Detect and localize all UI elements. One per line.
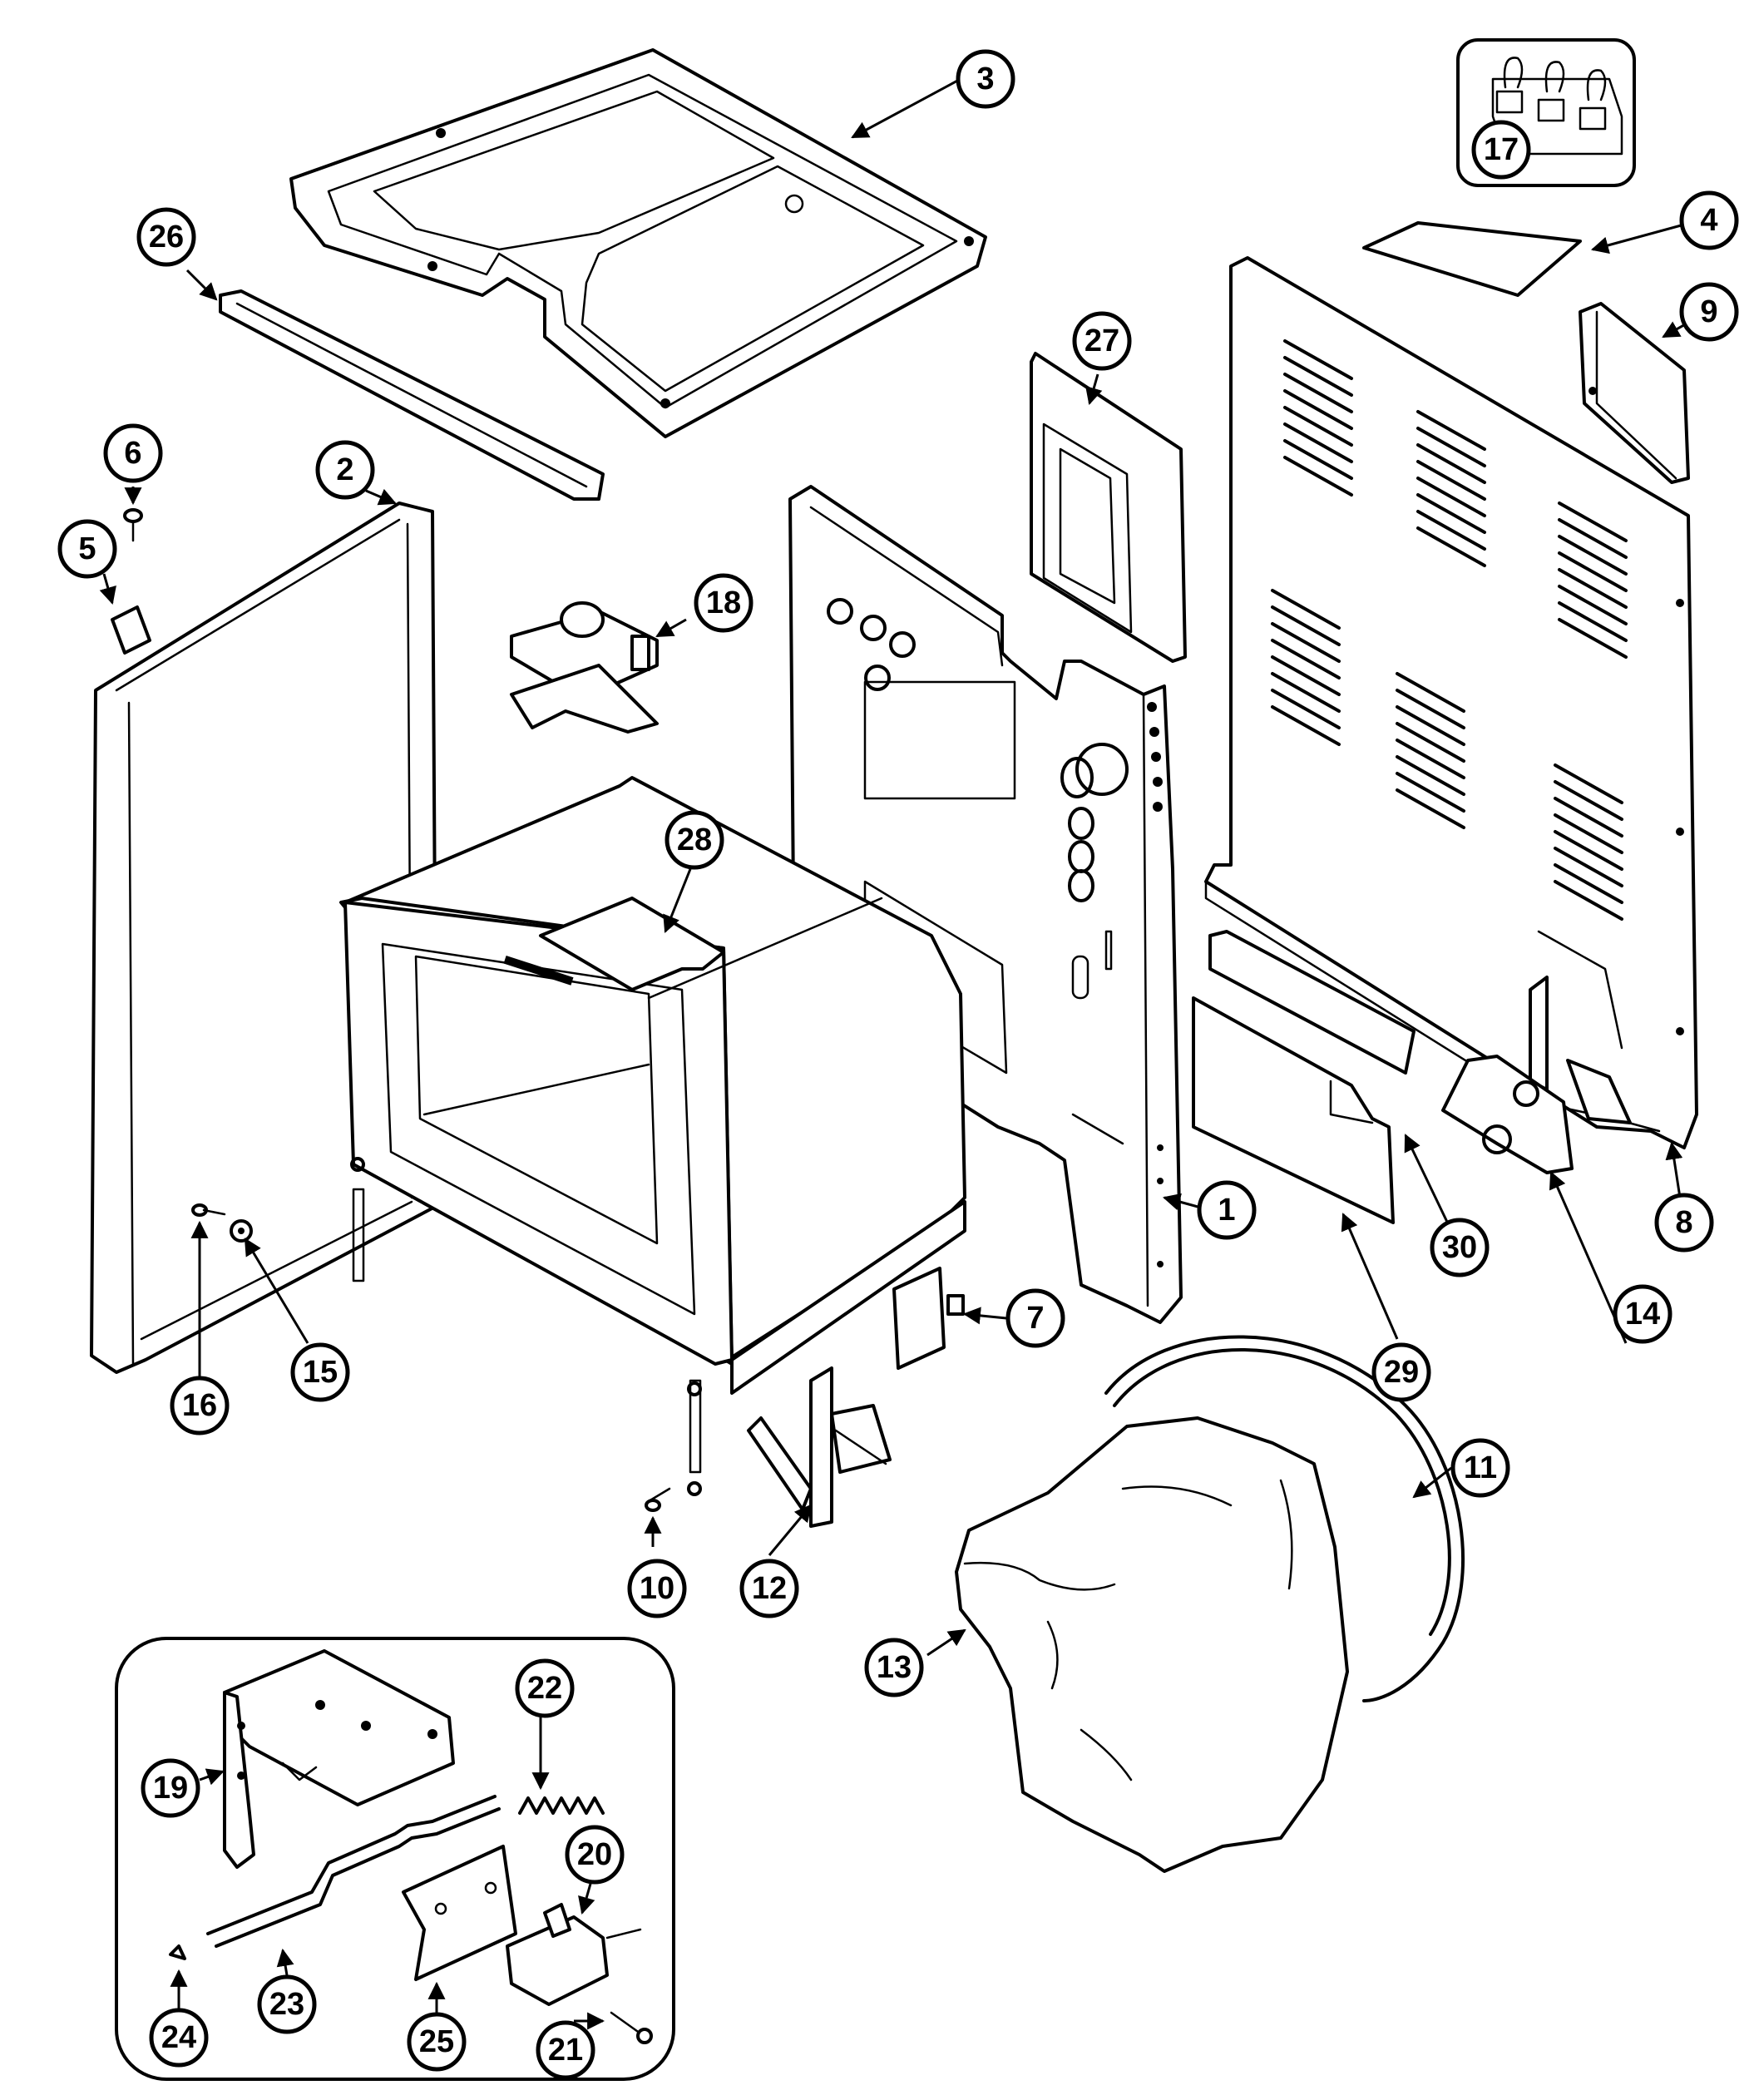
svg-text:11: 11 xyxy=(1464,1450,1497,1485)
terminal-block-inset xyxy=(1456,38,1636,187)
svg-text:20: 20 xyxy=(577,1837,612,1872)
svg-text:27: 27 xyxy=(1085,324,1119,358)
thermostat-part xyxy=(510,601,659,734)
callout-7: 7 xyxy=(1005,1288,1065,1348)
callout-9: 9 xyxy=(1679,282,1739,342)
svg-text:14: 14 xyxy=(1625,1297,1660,1332)
screw-part-16 xyxy=(191,1203,226,1217)
callout-10: 10 xyxy=(627,1559,687,1618)
back-panel-part xyxy=(1204,256,1698,1149)
callout-8: 8 xyxy=(1654,1193,1714,1253)
side-trim-part xyxy=(90,502,438,1374)
callout-14: 14 xyxy=(1613,1284,1672,1344)
callout-30: 30 xyxy=(1430,1218,1490,1277)
svg-text:18: 18 xyxy=(706,586,741,620)
svg-text:5: 5 xyxy=(78,531,96,566)
callout-25: 25 xyxy=(407,2012,467,2072)
callout-11: 11 xyxy=(1450,1438,1510,1498)
svg-text:2: 2 xyxy=(336,452,353,487)
insulation-strip-part xyxy=(1208,930,1416,1075)
callout-6: 6 xyxy=(103,423,163,483)
top-panel-part xyxy=(289,48,987,438)
svg-text:24: 24 xyxy=(161,2020,196,2055)
callout-18: 18 xyxy=(694,573,753,633)
callout-20: 20 xyxy=(565,1825,625,1885)
svg-text:1: 1 xyxy=(1218,1193,1235,1228)
callout-12: 12 xyxy=(739,1559,799,1618)
svg-text:29: 29 xyxy=(1384,1355,1419,1390)
svg-text:26: 26 xyxy=(149,220,184,254)
cover-plate-part xyxy=(1362,221,1582,297)
svg-text:30: 30 xyxy=(1442,1230,1477,1265)
hinge-receiver-part xyxy=(892,1267,965,1370)
svg-text:19: 19 xyxy=(153,1771,188,1806)
bumper-part-15 xyxy=(230,1219,253,1243)
callout-16: 16 xyxy=(170,1376,230,1435)
svg-text:21: 21 xyxy=(548,2033,583,2068)
callout-13: 13 xyxy=(864,1638,924,1697)
svg-text:28: 28 xyxy=(677,823,712,857)
callout-17: 17 xyxy=(1471,120,1531,180)
door-latch-inset xyxy=(115,1637,675,2081)
svg-text:6: 6 xyxy=(124,436,141,471)
callout-22: 22 xyxy=(515,1658,575,1718)
svg-text:8: 8 xyxy=(1675,1205,1692,1240)
clip-part xyxy=(111,605,151,655)
callout-24: 24 xyxy=(149,2008,209,2068)
corner-bracket-part xyxy=(1579,302,1690,484)
callout-2: 2 xyxy=(315,440,375,500)
screw-part-6 xyxy=(123,508,143,542)
callout-23: 23 xyxy=(257,1974,317,2034)
oven-cavity-part xyxy=(339,776,966,1496)
svg-text:3: 3 xyxy=(976,62,994,96)
svg-text:17: 17 xyxy=(1484,132,1519,167)
vent-panel-part xyxy=(1030,352,1187,663)
callout-28: 28 xyxy=(665,810,724,870)
callout-3: 3 xyxy=(956,49,1015,109)
callout-5: 5 xyxy=(57,519,117,579)
callout-26: 26 xyxy=(136,207,196,267)
svg-text:13: 13 xyxy=(877,1650,912,1685)
svg-text:7: 7 xyxy=(1026,1301,1044,1336)
svg-text:10: 10 xyxy=(640,1571,674,1606)
callout-29: 29 xyxy=(1371,1342,1431,1402)
svg-text:23: 23 xyxy=(269,1987,304,2022)
insulation-blanket-part xyxy=(955,1416,1349,1873)
svg-text:16: 16 xyxy=(182,1388,217,1423)
svg-text:15: 15 xyxy=(303,1355,338,1390)
mounting-bracket-part xyxy=(1441,1055,1574,1174)
svg-text:9: 9 xyxy=(1700,294,1717,329)
svg-text:25: 25 xyxy=(419,2024,454,2059)
front-rail-part xyxy=(219,289,605,501)
callout-4: 4 xyxy=(1679,190,1739,250)
callout-1: 1 xyxy=(1197,1180,1257,1240)
heat-shield-part xyxy=(1192,996,1395,1224)
door-hinge-part xyxy=(747,1366,892,1528)
callout-27: 27 xyxy=(1072,311,1132,371)
svg-text:12: 12 xyxy=(752,1571,787,1606)
side-panel-part xyxy=(788,485,1183,1324)
callout-19: 19 xyxy=(141,1758,200,1818)
callout-15: 15 xyxy=(290,1342,350,1402)
door-gasket-part xyxy=(1104,1335,1465,1702)
callout-21: 21 xyxy=(536,2020,595,2080)
screw-part-10 xyxy=(645,1487,671,1512)
svg-text:22: 22 xyxy=(527,1671,562,1706)
svg-text:4: 4 xyxy=(1700,203,1717,238)
